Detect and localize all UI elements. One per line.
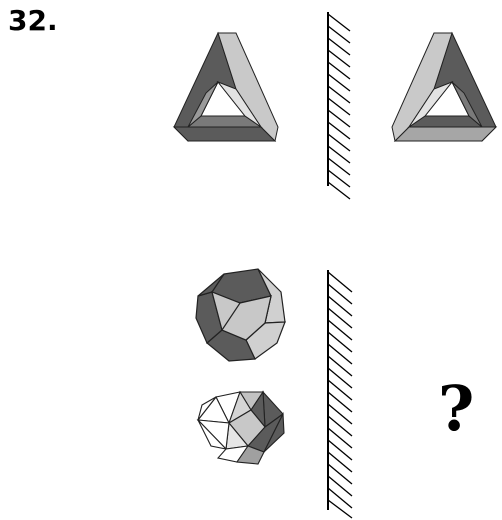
answer-question-mark: ? [438,372,475,445]
dodecahedron [195,268,286,362]
penrose-triangle-left [172,31,279,143]
bottom-mirror [327,270,353,519]
penrose-triangle-right [391,31,498,143]
icosahedron [196,390,285,465]
question-number: 32. [8,4,58,37]
top-mirror [327,12,351,200]
